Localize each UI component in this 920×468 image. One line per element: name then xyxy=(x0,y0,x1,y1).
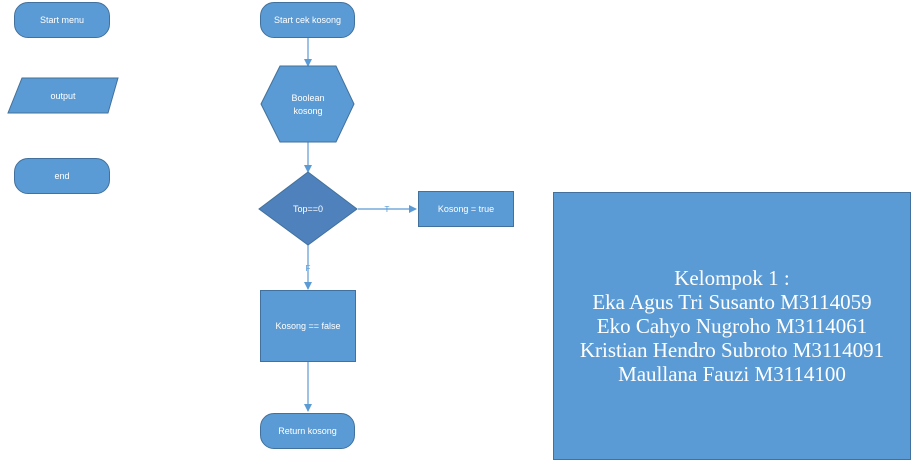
group-title: Kelompok 1 : xyxy=(674,266,790,290)
end-label: end xyxy=(54,171,70,181)
start-terminator: Start cek kosong xyxy=(260,2,355,38)
true-branch-label: T xyxy=(385,205,390,214)
member-4: Maullana Fauzi M3114100 xyxy=(618,362,846,386)
false-process-label: Kosong == false xyxy=(275,321,341,331)
end-shape: end xyxy=(14,158,110,194)
start-menu-label: Start menu xyxy=(39,15,85,25)
preparation-shape xyxy=(260,65,355,143)
start-menu-shape: Start menu xyxy=(14,2,110,38)
false-branch-label: F xyxy=(306,264,311,273)
preparation-label-line1: Boolean xyxy=(291,93,324,103)
true-process-label: Kosong = true xyxy=(437,204,495,214)
start-terminator-label: Start cek kosong xyxy=(273,15,342,25)
decision-label: Top==0 xyxy=(293,204,323,214)
return-terminator: Return kosong xyxy=(260,413,355,449)
output-label: output xyxy=(50,91,76,101)
member-1: Eka Agus Tri Susanto M3114059 xyxy=(592,290,872,314)
return-terminator-label: Return kosong xyxy=(278,426,337,436)
output-shape xyxy=(7,77,119,114)
member-2: Eko Cahyo Nugroho M3114061 xyxy=(596,314,868,338)
group-info-box: Kelompok 1 : Eka Agus Tri Susanto M31140… xyxy=(553,192,911,460)
preparation-label-line2: kosong xyxy=(293,106,322,116)
decision-shape xyxy=(258,171,358,246)
false-process-box: Kosong == false xyxy=(260,290,356,362)
true-process-box: Kosong = true xyxy=(418,191,514,227)
member-3: Kristian Hendro Subroto M3114091 xyxy=(579,338,885,362)
